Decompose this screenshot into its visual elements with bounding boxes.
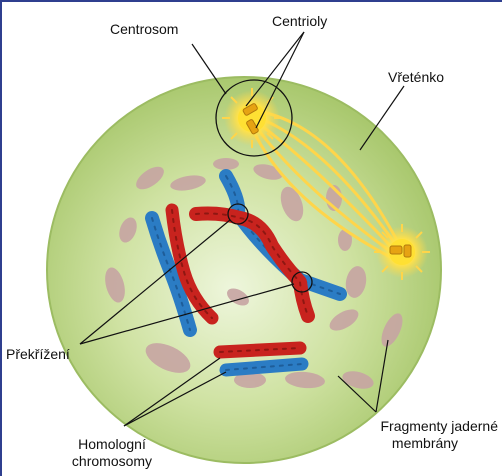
label-centrosome: Centrosom (110, 21, 178, 38)
label-homologous-line1: Homologní (52, 436, 172, 453)
label-crossing-over: Překřížení (6, 346, 70, 363)
centrosome-lower (374, 224, 430, 280)
label-membrane-fragments: Fragmenty jaderné membrány (352, 418, 498, 452)
centrosome-upper (222, 88, 282, 148)
label-fragments-line1: Fragmenty jaderné (352, 418, 498, 435)
centriole (390, 246, 402, 254)
label-spindle: Vřeténko (388, 69, 444, 86)
label-homologous-line2: chromosomy (52, 453, 172, 470)
centriole (404, 245, 411, 257)
label-fragments-line2: membrány (352, 435, 498, 452)
label-centrioles: Centrioly (272, 13, 327, 30)
label-homologous-chromosomes: Homologní chromosomy (52, 436, 172, 470)
membrane-fragment (213, 158, 239, 170)
